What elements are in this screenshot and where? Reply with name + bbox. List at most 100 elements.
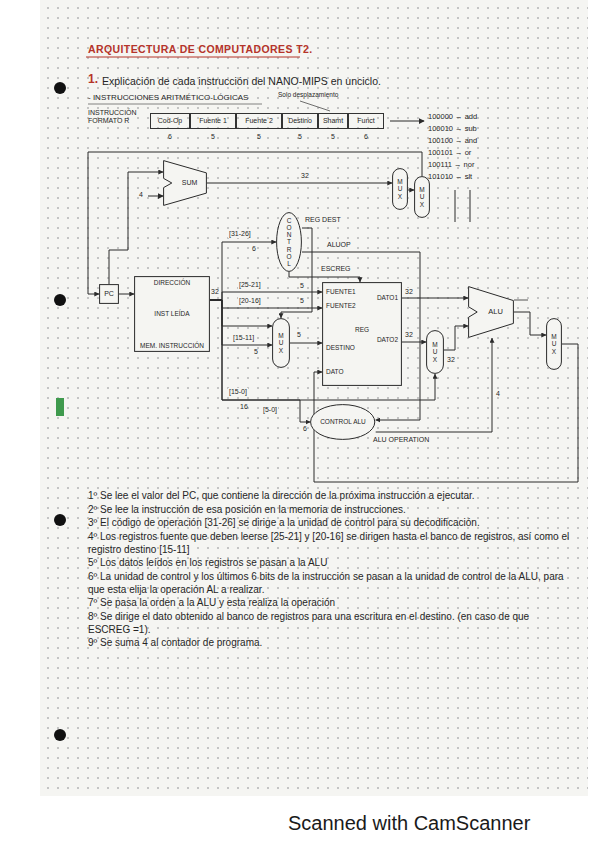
funct-wire xyxy=(455,190,456,222)
node-text: CONTROL xyxy=(286,217,293,267)
alu-symbol: ALU xyxy=(468,286,514,338)
bit-width: 6 xyxy=(348,133,384,141)
text-stack: DIRECCIÓN INST LEÍDA MEM. INSTRUCCIÓN xyxy=(134,276,210,352)
punch-hole xyxy=(54,514,66,526)
text-stack: ALU xyxy=(468,286,514,338)
node-text: MUX xyxy=(432,341,439,362)
table-cell: Fuente 1 xyxy=(190,113,236,129)
connector xyxy=(210,300,272,345)
node-text: REG xyxy=(322,326,402,333)
edge-label: REG DEST xyxy=(304,216,342,224)
node-text: MEM. INSTRUCCIÓN xyxy=(140,342,204,349)
node-text: MUX xyxy=(551,333,558,354)
bus-width: 32 xyxy=(211,288,219,296)
edge-label: 32 xyxy=(404,331,414,339)
edge-label: [25-21] xyxy=(238,281,262,289)
table-cell: Destino xyxy=(282,113,318,129)
connector xyxy=(408,190,414,191)
table-cell: Fuente 2 xyxy=(236,113,282,129)
edge-label: [15-11] xyxy=(232,334,255,342)
node-text: DATO2 xyxy=(377,336,398,343)
node-text: MUX xyxy=(419,186,426,207)
note: Solo desplazamiento xyxy=(278,91,338,98)
green-tab xyxy=(56,398,64,416)
text-stack: CONTROL xyxy=(276,212,302,272)
watermark: Scanned with CamScanner xyxy=(288,812,530,835)
node-text: MUX xyxy=(278,332,285,353)
section-heading: Explicación de cada instrucción del NANO… xyxy=(102,75,381,87)
control-unit: CONTROL xyxy=(276,212,302,272)
connector xyxy=(402,342,426,343)
node-text: DIRECCIÓN xyxy=(154,279,190,286)
mux-symbol: MUX xyxy=(414,176,430,218)
connector xyxy=(210,242,276,300)
connector xyxy=(210,292,322,300)
step-text: 8º Se dirige el dato obtenido al banco d… xyxy=(88,610,572,636)
text-stack: MUX xyxy=(426,330,444,374)
funct-code: 100100 → and xyxy=(428,137,477,146)
bus-width: 4 xyxy=(496,390,500,398)
text-stack: PC xyxy=(99,284,119,304)
connector xyxy=(290,343,322,344)
alu-control: CONTROL ALU xyxy=(310,404,375,440)
node-text: DESTINO xyxy=(326,344,355,351)
bit-width: 5 xyxy=(236,133,282,141)
step-text: 4º Los registros fuente que deben leerse… xyxy=(88,530,572,556)
text-stack: MUX xyxy=(546,318,562,370)
step-text: 7º Se pasa la orden a la ALU y esta real… xyxy=(88,596,572,609)
connector xyxy=(109,172,163,284)
connector xyxy=(444,326,468,350)
bit-width: 5 xyxy=(282,133,318,141)
constant-value: 4 xyxy=(139,191,143,199)
edge-label: 32 xyxy=(300,172,310,180)
funct-code: 100010 → sub xyxy=(428,125,477,134)
edge-label: 32 xyxy=(446,356,456,364)
punch-hole xyxy=(54,729,66,741)
node-text: FUENTE2 xyxy=(326,302,356,309)
node-text: MUX xyxy=(397,178,404,199)
mux-symbol: MUX xyxy=(272,318,290,368)
node-text: INST LEÍDA xyxy=(154,310,189,317)
heading-underline xyxy=(88,104,262,105)
node-text: CONTROL ALU xyxy=(320,418,366,425)
bit-width: 6 xyxy=(150,133,190,141)
funct-code: 100111 → nor xyxy=(428,161,474,170)
bus-width: 6 xyxy=(303,425,307,433)
connector xyxy=(88,152,422,294)
edge-label: ALUOP xyxy=(326,241,352,249)
edge-label: ALU OPERATION xyxy=(372,436,430,444)
node-text: DATO1 xyxy=(377,294,398,301)
adder-symbol: SUM xyxy=(163,160,207,206)
node-text: FUENTE1 xyxy=(326,288,356,295)
format-name: INSTRUCCIÓN FORMATO R xyxy=(88,109,148,125)
table-cell: Cod-Op xyxy=(150,113,190,129)
register-file: FUENTE1FUENTE2REGDESTINODATODATO1DATO2 xyxy=(322,282,402,386)
memory-box: DIRECCIÓN INST LEÍDA MEM. INSTRUCCIÓN xyxy=(134,276,210,352)
bus-width: 6 xyxy=(252,245,256,253)
mux-symbol: MUX xyxy=(546,318,562,370)
punch-hole xyxy=(54,82,66,94)
step-text: 6º La unidad de control y los últimos 6 … xyxy=(88,570,572,596)
edge-label: [15-0] xyxy=(228,388,248,396)
edge-label: [20-16] xyxy=(238,297,262,305)
step-text: 3º El código de operación [31-26] se dir… xyxy=(88,516,572,529)
step-text: 1º Se lee el valor del PC, que contiene … xyxy=(88,489,572,502)
connector xyxy=(514,312,546,335)
mux-symbol: MUX xyxy=(392,168,408,210)
connector xyxy=(207,183,392,184)
connector xyxy=(119,294,134,295)
title-underline xyxy=(86,57,300,58)
bit-width: 5 xyxy=(190,133,236,141)
edge-label: [31-26] xyxy=(228,230,252,238)
edge-label: ESCREG xyxy=(320,265,352,273)
page-title: ARQUITECTURA DE COMPUTADORES T2. xyxy=(88,43,313,55)
bus-width: 5 xyxy=(300,297,304,305)
text-stack: CONTROL ALU xyxy=(310,404,375,440)
connector xyxy=(402,298,468,299)
table-cell: Funct xyxy=(348,113,384,129)
subheading: - INSTRUCCIONES ARITMÉTICO-LÓGICAS xyxy=(88,93,248,102)
edge-label: [5-0] xyxy=(262,406,278,414)
bus-width: 5 xyxy=(300,282,304,290)
